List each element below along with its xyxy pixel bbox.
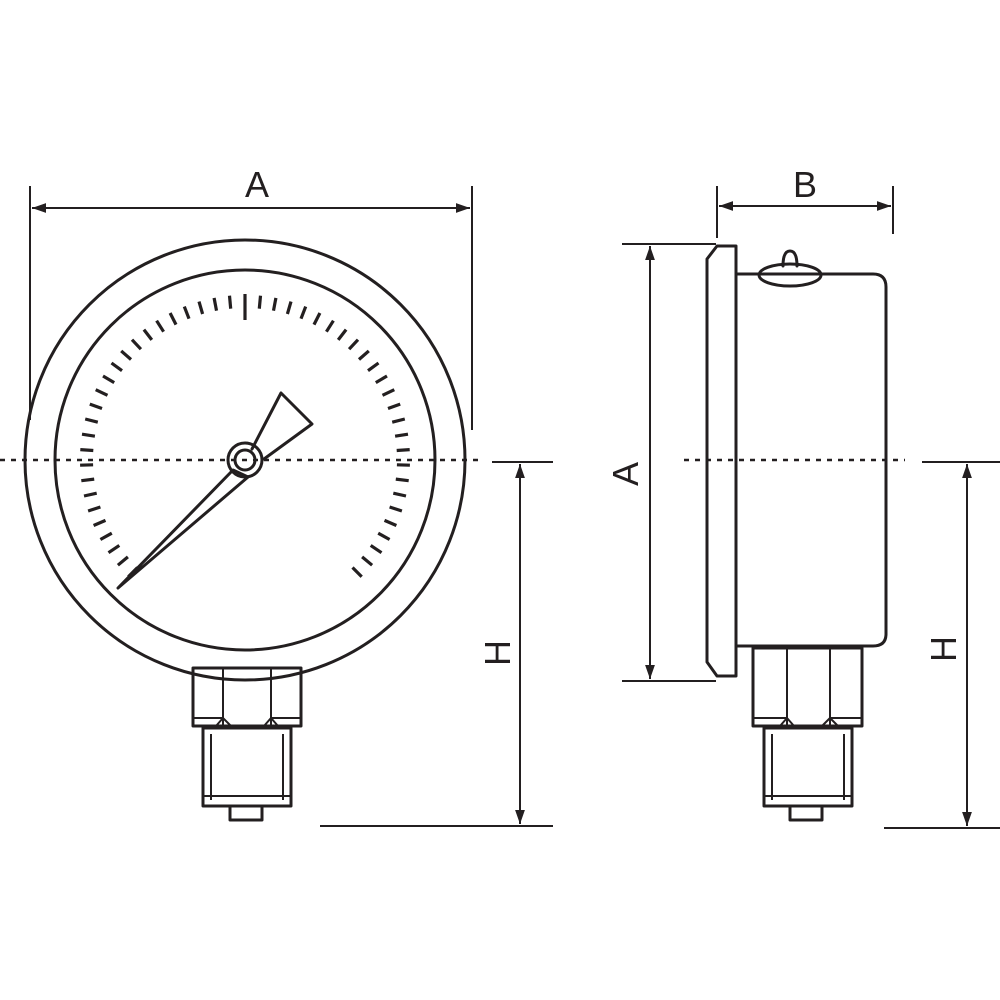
dial-tick — [168, 312, 178, 326]
dial-tick — [285, 301, 293, 315]
dial-tick — [325, 319, 335, 333]
side-dimension-b-label: B — [793, 164, 817, 205]
dial-tick — [396, 448, 410, 453]
dial-tick — [80, 448, 94, 453]
dial-tick — [155, 319, 165, 333]
dial-tick — [387, 402, 401, 411]
dial-tick — [92, 518, 107, 527]
dial-tick — [357, 349, 370, 361]
dial-tick — [89, 402, 103, 411]
side-view: B A H — [605, 164, 1000, 829]
dial-tick — [367, 361, 380, 372]
dial-tick — [377, 531, 391, 541]
dial-tick — [102, 374, 116, 384]
front-dimension-a — [29, 186, 473, 430]
front-dimension-h — [320, 461, 553, 827]
dial-tick — [120, 349, 133, 361]
dial-tick — [369, 544, 383, 555]
dial-tick — [312, 312, 322, 326]
dial-tick — [383, 518, 398, 527]
front-connection-fitting — [191, 666, 303, 822]
dial-tick — [374, 374, 388, 384]
dial-tick — [81, 432, 96, 438]
dial-tick — [361, 555, 374, 567]
dial-tick — [130, 338, 143, 351]
dial-tick — [95, 388, 109, 397]
dial-tick — [299, 306, 308, 320]
side-filler-plug — [757, 249, 823, 288]
dial-tick — [197, 301, 205, 315]
dial-tick — [336, 328, 348, 341]
side-dimension-h — [884, 461, 1000, 829]
dial-tick — [391, 417, 406, 424]
side-dimension-h-label: H — [923, 636, 964, 662]
dial-tick — [116, 555, 129, 567]
dial-tick — [142, 328, 154, 341]
front-dimension-h-label: H — [477, 640, 518, 666]
dial-tick — [107, 544, 121, 555]
side-dimension-a-label: A — [605, 462, 646, 486]
dial-tick — [212, 297, 219, 311]
dial-tick — [395, 477, 409, 483]
dial-tick — [110, 361, 123, 372]
gauge-pointer — [116, 391, 314, 590]
front-dimension-a-label: A — [245, 164, 269, 205]
dial-tick — [381, 388, 395, 397]
dial-scale-ticks — [80, 294, 410, 578]
dial-tick — [389, 505, 403, 513]
dial-tick — [99, 531, 113, 541]
side-dimension-a — [622, 243, 716, 682]
side-bezel-ring — [705, 244, 738, 678]
front-view: A H — [0, 164, 553, 827]
dial-tick — [394, 432, 409, 438]
dial-tick — [271, 297, 278, 311]
side-connection-fitting — [751, 646, 864, 822]
dial-tick — [83, 491, 98, 498]
dial-tick — [392, 491, 407, 498]
dial-tick — [227, 295, 233, 309]
dial-tick — [182, 306, 191, 320]
side-dimension-b — [716, 186, 894, 238]
dial-tick — [87, 505, 101, 513]
dial-tick — [257, 295, 263, 309]
dial-tick — [351, 566, 363, 578]
dial-tick — [347, 338, 360, 351]
dial-tick — [81, 477, 95, 483]
dial-tick — [84, 417, 99, 424]
